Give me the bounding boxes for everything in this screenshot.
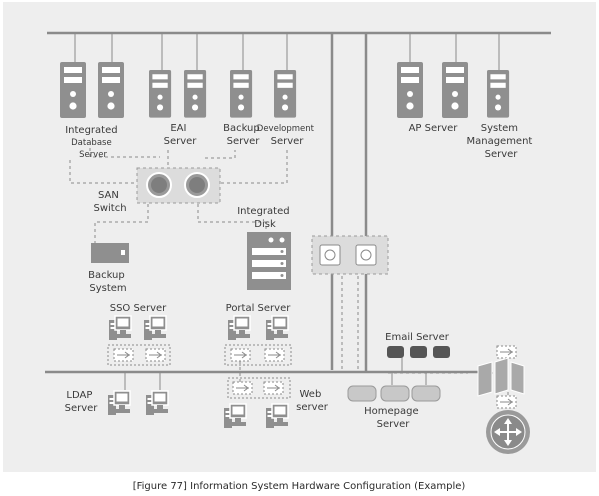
backup-system-icon: [91, 243, 129, 263]
email-server-label: Email Server: [385, 332, 450, 343]
homepage-server-icon: [411, 385, 441, 402]
backup-server-label: Backup Server: [223, 123, 263, 147]
san-switch-label: SAN Switch: [93, 190, 126, 214]
sso-hub-icon: [113, 348, 134, 362]
backup-server-icon: [230, 70, 253, 118]
ldap-server-label: LDAP Server: [65, 390, 99, 414]
eai-server-icon: [149, 70, 172, 118]
integrated-db-server-icon: [98, 62, 124, 118]
drop-lines: [74, 33, 500, 390]
portal-hub-icon: [230, 348, 251, 362]
sso-hub-icon: [145, 348, 166, 362]
core-switch-icon: [311, 235, 389, 275]
san-switch-icon: [136, 167, 221, 204]
ap-server-icon: [442, 62, 468, 118]
development-server-label: Development Server: [257, 123, 317, 147]
figure-caption: [Figure 77] Information System Hardware …: [133, 481, 466, 492]
backup-system-label: Backup System: [88, 270, 128, 294]
web-hub-icon: [232, 381, 253, 395]
email-server-icon: [387, 346, 450, 358]
development-server-icon: [274, 70, 297, 118]
integrated-disk-label: Integrated Disk: [237, 206, 293, 230]
integrated-db-server-icon: [60, 62, 86, 118]
ap-server-label: AP Server: [409, 123, 459, 134]
integrated-disk-icon: [247, 232, 291, 290]
ap-server-icon: [397, 62, 423, 118]
firewall-icon: [477, 345, 525, 409]
integrated-db-server-label: Integrated Database Server: [65, 125, 121, 160]
homepage-server-icon: [347, 385, 377, 402]
homepage-server-label: Homepage Server: [364, 406, 422, 430]
web-hub-icon: [263, 381, 284, 395]
portal-server-label: Portal Server: [226, 303, 292, 314]
eai-server-label: EAI Server: [164, 123, 198, 147]
portal-hub-icon: [264, 348, 285, 362]
system-management-server-icon: [487, 70, 510, 118]
web-server-label: Web server: [296, 389, 329, 413]
homepage-server-icon: [380, 385, 410, 402]
network-lines: [45, 31, 551, 374]
eai-server-icon: [184, 70, 207, 118]
router-icon: [486, 410, 530, 454]
sso-server-label: SSO Server: [110, 303, 167, 314]
system-management-server-label: System Management Server: [466, 123, 535, 160]
